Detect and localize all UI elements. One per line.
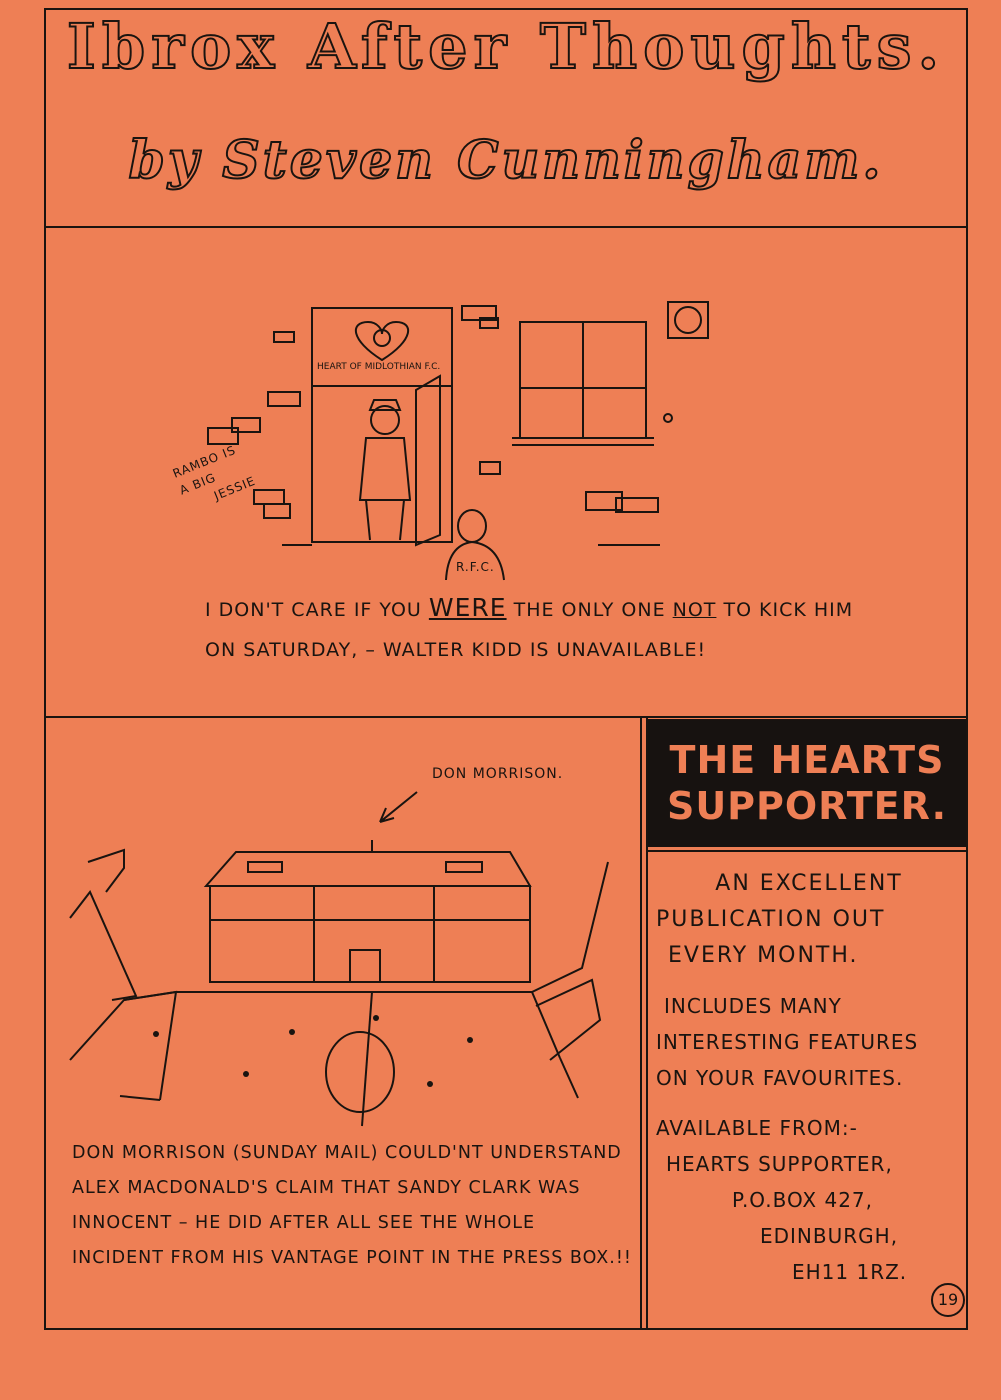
divider-ad-title (646, 850, 968, 852)
cartoon1-caption: I DON'T CARE IF YOU WERE THE ONLY ONE NO… (205, 593, 854, 661)
shirt-label: R.F.C. (456, 560, 495, 574)
byline: by Steven Cunningham. (128, 129, 884, 192)
ad-body: AN EXCELLENT PUBLICATION OUT EVERY MONTH… (656, 866, 962, 1304)
divider-ad (640, 716, 642, 1330)
divider-ad-inner (646, 716, 648, 1330)
pointer-label: DON MORRISON. (432, 766, 564, 782)
page-title: Ibrox After Thoughts. (66, 9, 946, 84)
ad-paragraph-2: INCLUDES MANY INTERESTING FEATURES ON YO… (656, 994, 919, 1090)
divider-header (44, 226, 968, 228)
ad-paragraph-1: AN EXCELLENT PUBLICATION OUT EVERY MONTH… (656, 871, 903, 968)
cartoon2-caption: DON MORRISON (SUNDAY MAIL) COULD'NT UNDE… (72, 1143, 632, 1268)
stadium-sign: HEART OF MIDLOTHIAN F.C. (317, 362, 441, 372)
page-number: 19 (931, 1283, 965, 1317)
ad-paragraph-3: AVAILABLE FROM:- HEARTS SUPPORTER, P.O.B… (656, 1116, 908, 1284)
page-frame (44, 8, 968, 1330)
divider-middle (44, 716, 968, 718)
ad-title: THE HEARTS SUPPORTER. (648, 719, 966, 847)
